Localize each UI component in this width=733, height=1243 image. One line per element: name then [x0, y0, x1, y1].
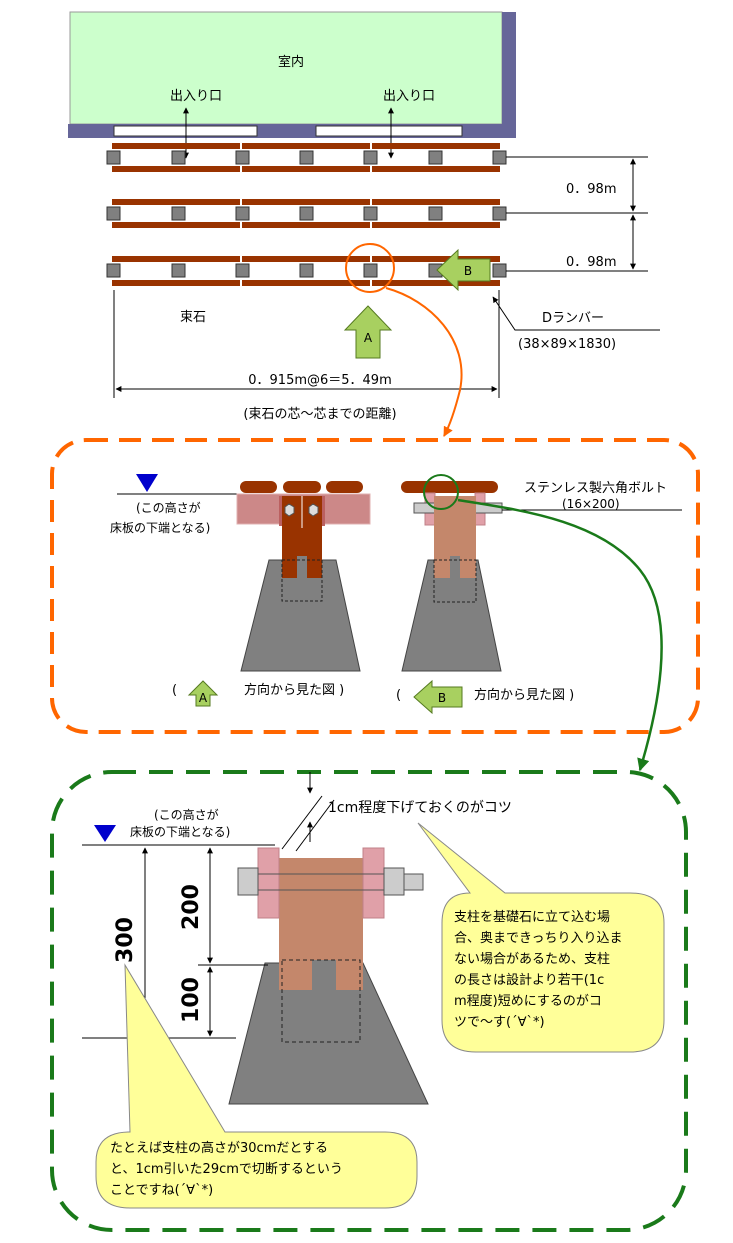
green-dashed-frame — [50, 770, 688, 1232]
view-a-caption: 方向から見た図 ) — [244, 682, 344, 698]
orange-connector — [385, 287, 463, 437]
view-b-caption-arrow: B — [413, 679, 463, 715]
stone — [171, 150, 186, 165]
view-b-caption-open: ( — [396, 688, 401, 703]
svg-text:A: A — [364, 331, 373, 345]
bubble-left-line-2: と、1cm引いた29cmで切断するという — [110, 1162, 343, 1177]
offset-note: 1cm程度下げておくのがコツ — [328, 800, 512, 816]
view-a-caption-arrow: A — [187, 680, 219, 707]
svg-text:B: B — [464, 264, 472, 278]
foundation-stones — [106, 150, 507, 278]
svg-text:B: B — [438, 691, 446, 705]
orange-dashed-frame — [50, 438, 700, 734]
entrance-opening-right — [315, 125, 463, 137]
detail-highlight-circle — [345, 243, 395, 293]
stone — [235, 206, 250, 221]
direction-a-arrow: A — [343, 305, 393, 359]
view-a-caption-open: ( — [172, 683, 177, 698]
bubble-left-line-3: ことですね(´∀`*) — [110, 1183, 213, 1198]
speech-bubble-left: たとえば支柱の高さが30cmだとする と、1cm引いた29cmで切断するという … — [95, 963, 418, 1209]
room-wall-right — [502, 12, 516, 138]
damper-label: Dランバー — [542, 311, 604, 326]
joist-row-3 — [112, 256, 500, 286]
stone — [171, 206, 186, 221]
height-marker-triangle — [136, 474, 158, 492]
stone — [492, 150, 507, 165]
stone-label: 束石 — [180, 310, 206, 325]
closeup-height-note-line-1: (この高さが — [154, 807, 219, 822]
bubble-right-line-2: 合、奥まできっちり入り込ま — [454, 931, 622, 946]
height-note-line-2: 床板の下端となる) — [110, 521, 210, 535]
stone — [299, 206, 314, 221]
speech-bubble-right: 支柱を基礎石に立て込む場 合、奥まできっちり入り込ま ない場合があるため、支柱 … — [417, 822, 665, 1053]
spacing-label-lower: 0．98m — [566, 255, 616, 270]
dimension-upper: 200 — [179, 884, 204, 930]
stone — [299, 263, 314, 278]
entrance-label-right: 出入り口 — [383, 89, 435, 104]
bubble-left-line-1: たとえば支柱の高さが30cmだとする — [110, 1140, 328, 1156]
view-a-drawing — [236, 481, 371, 672]
plan-view: 室内 出入り口 出入り口 — [68, 11, 660, 437]
closeup-drawing — [228, 847, 429, 1105]
stone — [299, 150, 314, 165]
svg-text:A: A — [199, 691, 208, 705]
stone — [171, 263, 186, 278]
bolt-size: (16×200) — [562, 497, 620, 511]
stone — [363, 263, 378, 278]
span-label: 0．915m@6＝5．49m — [248, 373, 392, 388]
row-spacing-dimension — [506, 156, 648, 272]
stone — [106, 263, 121, 278]
stone — [235, 150, 250, 165]
room-label: 室内 — [278, 54, 304, 70]
bubble-right-line-3: ない場合があるため、支柱 — [454, 952, 610, 967]
stone — [363, 150, 378, 165]
bolt-label: ステンレス製六角ボルト — [524, 481, 667, 496]
span-note: (束石の芯～芯までの距離) — [243, 407, 396, 422]
entrance-label-left: 出入り口 — [170, 89, 222, 104]
bubble-right-line-6: ツで～す(´∀`*) — [454, 1015, 545, 1030]
height-note-line-1: (この高さが — [136, 500, 201, 515]
closeup-panel: (この高さが 床板の下端となる) 1cm程度下げておくのがコツ — [50, 770, 688, 1232]
stone — [428, 206, 443, 221]
view-b-drawing — [401, 474, 503, 672]
view-b-caption: 方向から見た図 ) — [474, 687, 574, 703]
stone — [106, 206, 121, 221]
dimension-lower: 100 — [179, 977, 204, 1023]
direction-b-arrow: B — [436, 248, 491, 292]
stone — [428, 150, 443, 165]
bubble-right-line-4: の長さは設計より若干(1c — [454, 972, 604, 988]
stone — [235, 263, 250, 278]
bubble-right-line-1: 支柱を基礎石に立て込む場 — [454, 910, 610, 925]
spacing-label-upper: 0．98m — [566, 182, 616, 197]
closeup-height-marker-triangle — [94, 825, 116, 842]
joist-row-2 — [112, 199, 500, 228]
span-dimension — [113, 290, 500, 398]
stone — [492, 263, 507, 278]
dimension-total: 300 — [113, 917, 138, 963]
stone — [492, 206, 507, 221]
stone — [363, 206, 378, 221]
green-connector — [457, 498, 663, 772]
damper-size: (38×89×1830) — [518, 337, 616, 352]
detail-panel: (この高さが 床板の下端となる) — [50, 438, 700, 772]
bolt-highlight-circle — [423, 474, 459, 510]
joist-row-1 — [112, 143, 500, 172]
bubble-right-line-5: m程度)短めにするのがコ — [454, 993, 602, 1009]
damper-leader-line — [492, 296, 660, 331]
offset-dimension — [281, 772, 335, 852]
stone — [106, 150, 121, 165]
room-area — [69, 11, 503, 125]
closeup-height-note-line-2: 床板の下端となる) — [130, 825, 230, 839]
